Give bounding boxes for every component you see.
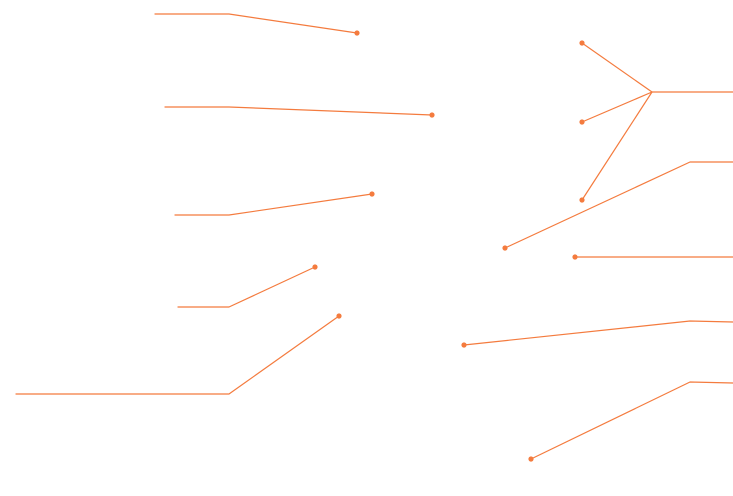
callout-right-5 (528, 381, 733, 462)
leader-lines-group (15, 13, 733, 462)
leader-line (504, 161, 733, 249)
leader-line (177, 266, 316, 308)
anchor-dot (336, 313, 342, 319)
callout-left-3 (174, 191, 375, 216)
anchor-dot (528, 456, 534, 462)
anchor-dot (461, 342, 467, 348)
leader-line (15, 315, 340, 395)
anchor-dot (369, 191, 375, 197)
callout-right-4 (461, 320, 733, 348)
anchor-dot (354, 30, 360, 36)
callout-right-1 (579, 40, 733, 203)
anchor-dot (579, 119, 585, 125)
anchor-dot (312, 264, 318, 270)
leader-line (174, 193, 373, 216)
anchor-dot (502, 245, 508, 251)
anchor-dot (579, 197, 585, 203)
callout-left-4 (177, 264, 318, 308)
anchor-dot (429, 112, 435, 118)
callout-left-1 (154, 13, 360, 36)
leader-line (530, 381, 733, 460)
callout-left-5 (15, 313, 342, 395)
callout-right-3 (572, 254, 733, 260)
leader-line (164, 106, 433, 116)
leader-branch (581, 91, 653, 123)
anchor-dot (572, 254, 578, 260)
anchor-dot (579, 40, 585, 46)
leader-branch (581, 91, 653, 201)
callout-right-2 (502, 161, 733, 251)
leader-line (154, 13, 358, 34)
callout-left-2 (164, 106, 435, 118)
leader-line (463, 320, 733, 346)
leader-branch (581, 42, 653, 93)
